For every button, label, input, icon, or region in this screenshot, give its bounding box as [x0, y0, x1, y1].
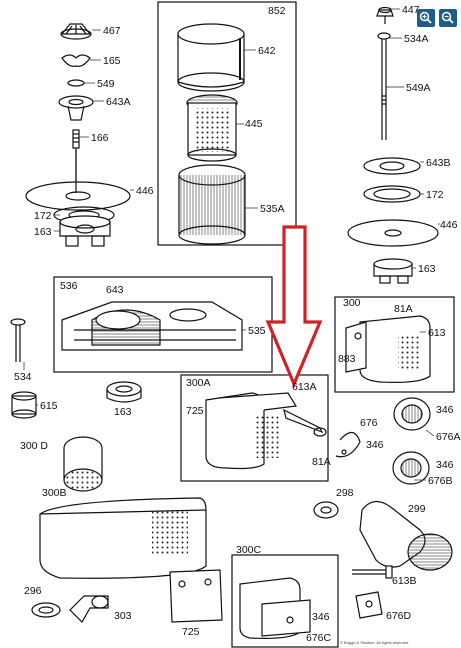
muffler-676a-drawing: [393, 397, 431, 431]
label-535: 535: [248, 325, 266, 337]
knob-467-drawing: [60, 23, 92, 40]
screw-613b-drawing: [352, 565, 393, 579]
label-534a: 534A: [404, 33, 429, 45]
label-446-right: 446: [440, 219, 458, 231]
label-445: 445: [245, 118, 263, 130]
muffler-300d-drawing: [63, 436, 103, 492]
label-676: 676: [360, 417, 378, 429]
label-534: 534: [14, 371, 32, 383]
rod-534a-drawing: [377, 32, 391, 140]
gasket-725-drawing: [169, 569, 223, 623]
label-300: 300: [343, 297, 361, 309]
label-642: 642: [258, 45, 276, 57]
label-166: 166: [91, 132, 109, 144]
label-676b: 676B: [428, 475, 453, 487]
nut-549-drawing: [67, 79, 85, 87]
muffler-676b-drawing: [392, 451, 430, 485]
base-plate-446-drawing: [25, 150, 131, 211]
label-883: 883: [338, 353, 356, 365]
muffler-300b-drawing: [39, 497, 207, 579]
label-852: 852: [268, 5, 286, 17]
label-676d: 676D: [386, 610, 412, 622]
wing-nut-165-drawing: [61, 54, 91, 67]
magnifier-plus-icon: [419, 11, 432, 24]
knob-447-drawing: [376, 6, 394, 24]
label-298: 298: [336, 487, 354, 499]
elbow-163r-drawing: [373, 258, 413, 284]
muffler-299-drawing: [359, 500, 453, 571]
cartridge-445-drawing: [186, 94, 238, 162]
air-cleaner-kit-box: [157, 1, 297, 246]
plate-676d-drawing: [355, 591, 383, 619]
screw-534-drawing: [10, 318, 26, 362]
leader-lines: [23, 8, 440, 481]
label-300b: 300B: [42, 487, 67, 499]
label-549a: 549A: [406, 82, 431, 94]
label-643b: 643B: [426, 157, 451, 169]
label-615: 615: [40, 400, 58, 412]
label-613a: 613A: [292, 381, 317, 393]
gasket-172r-drawing: [363, 185, 421, 203]
spacer-615-drawing: [11, 391, 37, 419]
label-165: 165: [103, 55, 121, 67]
clip-676-drawing: [335, 431, 361, 458]
label-676c: 676C: [306, 632, 332, 644]
label-299: 299: [408, 503, 426, 515]
muffler-300a-box: [180, 374, 329, 482]
label-613: 613: [428, 327, 446, 339]
magnifier-minus-icon: [441, 11, 454, 24]
label-346-b: 346: [436, 459, 454, 471]
label-446-left: 446: [136, 185, 154, 197]
label-163-right: 163: [418, 263, 436, 275]
label-613b: 613B: [392, 575, 417, 587]
label-300c: 300C: [236, 544, 262, 556]
label-81a-top: 81A: [394, 303, 413, 315]
label-549: 549: [97, 78, 115, 90]
label-725-left: 725: [182, 626, 200, 638]
precleaner-535a-drawing: [178, 164, 246, 245]
part-labels: 852 642 445 535A 467 165 549 643A 166 44…: [14, 4, 461, 644]
muffler-300-box: [334, 296, 455, 393]
elbow-163-drawing: [59, 215, 111, 247]
base-plate-446r-drawing: [347, 219, 439, 247]
label-725-box: 725: [186, 405, 204, 417]
copyright-notice: © Briggs & Stratton. All rights reserved: [340, 640, 409, 645]
label-643: 643: [106, 284, 124, 296]
label-535a: 535A: [260, 203, 285, 215]
label-163-left: 163: [34, 226, 52, 238]
nut-298-drawing: [313, 501, 339, 519]
label-81a-mid: 81A: [312, 456, 331, 468]
label-447: 447: [402, 4, 420, 16]
zoom-in-button[interactable]: [417, 9, 435, 27]
label-536: 536: [60, 280, 78, 292]
muffler-guard-box: [53, 276, 273, 373]
label-303: 303: [114, 610, 132, 622]
label-643a: 643A: [106, 96, 131, 108]
label-300a: 300A: [186, 377, 211, 389]
cover-642-drawing: [177, 23, 245, 92]
pipe-303-drawing: [69, 595, 109, 623]
label-296: 296: [24, 585, 42, 597]
label-346-mid: 346: [366, 439, 384, 451]
label-172-left: 172: [34, 210, 52, 222]
label-346-c: 346: [312, 611, 330, 623]
seal-643b-drawing: [363, 157, 421, 175]
nut-296-drawing: [31, 602, 61, 618]
label-346-a: 346: [436, 404, 454, 416]
label-467: 467: [103, 25, 121, 37]
red-arrow-indicator: [265, 225, 323, 389]
zoom-out-button[interactable]: [439, 9, 457, 27]
label-300d: 300 D: [20, 440, 48, 452]
label-163-mid: 163: [114, 406, 132, 418]
label-676a: 676A: [436, 431, 461, 443]
elbow-163m-drawing: [106, 381, 142, 403]
seal-643a-drawing: [58, 95, 94, 121]
muffler-300c-box: [231, 554, 339, 648]
label-172-right: 172: [426, 189, 444, 201]
